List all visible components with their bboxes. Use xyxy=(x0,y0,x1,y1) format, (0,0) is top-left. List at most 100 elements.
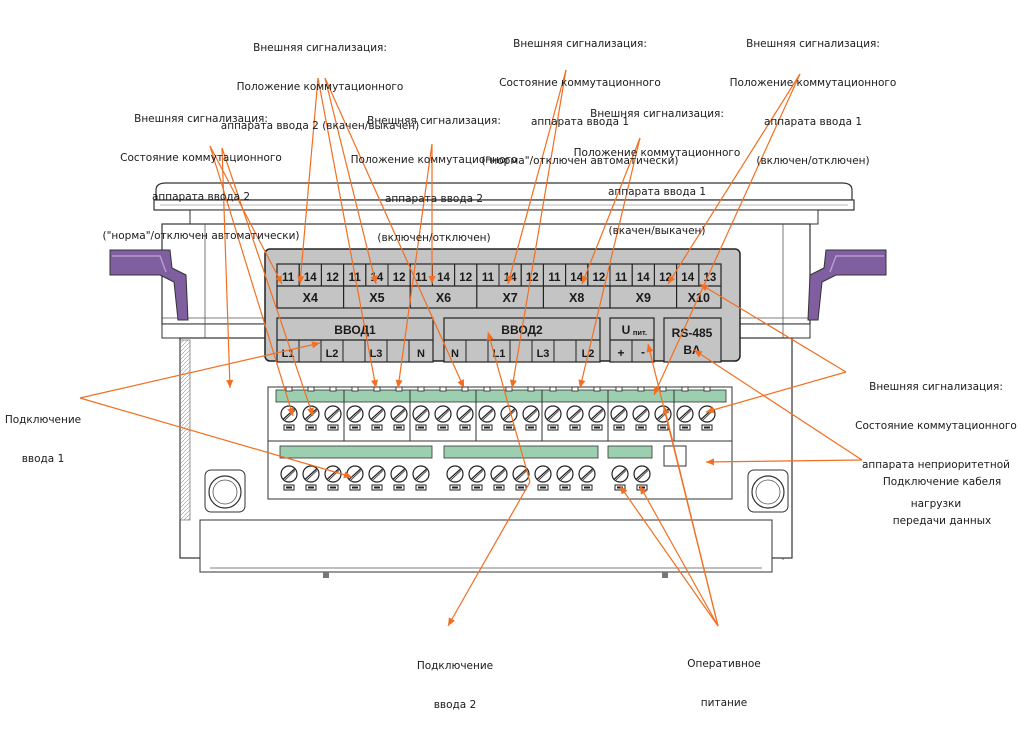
wiring-diagram: 1114121114121114121114121114121114121413… xyxy=(4,38,1017,711)
pin-number: 14 xyxy=(304,272,317,284)
terminal-screw xyxy=(280,405,298,431)
callout-x6-position-input2: Внешняя сигнализация: Положение коммутац… xyxy=(350,115,518,244)
arrowhead xyxy=(509,379,517,388)
terminal-screw xyxy=(490,465,508,491)
leader-line xyxy=(581,137,641,285)
leader-line xyxy=(221,147,314,417)
leader-line xyxy=(299,77,319,285)
leader-line xyxy=(705,371,847,413)
arrowhead xyxy=(457,379,464,388)
leader-line xyxy=(667,73,801,285)
callout-x9-position-input1: Внешняя сигнализация: Положение коммутац… xyxy=(729,38,897,167)
pin-number: 12 xyxy=(393,272,406,284)
pin-cell xyxy=(698,263,722,287)
pin-number: 12 xyxy=(326,272,339,284)
arrowhead xyxy=(581,275,589,284)
callout-leaders xyxy=(79,69,863,627)
terminal-screw xyxy=(676,405,694,431)
callout-x10-nonpriority-load: Внешняя сигнализация: Состояние коммутац… xyxy=(855,381,1017,510)
connector-label: X10 xyxy=(688,291,710,305)
input1-pin-l3: L3 xyxy=(370,348,383,360)
terminal-screw xyxy=(478,405,496,431)
callout-x5-position-input2: Внешняя сигнализация: Положение коммутац… xyxy=(220,42,420,132)
power-label-block: U пит. + - xyxy=(609,317,655,363)
leader-line xyxy=(705,459,863,463)
arrowhead xyxy=(662,406,670,415)
arrowhead xyxy=(371,379,378,388)
input2-label-block: ВВОД2 N L1 L3 L2 xyxy=(443,317,601,363)
callout-input2-connection: Подключение ввода 2 xyxy=(416,660,494,711)
leader-line xyxy=(397,143,433,389)
arrowhead xyxy=(620,486,628,495)
left-latch xyxy=(109,249,189,321)
pin-number: 14 xyxy=(570,272,583,284)
terminal-screw xyxy=(280,465,298,491)
leader-line xyxy=(79,342,321,399)
input2-pin-n: N xyxy=(451,348,459,360)
arrowhead xyxy=(646,344,654,353)
arrowhead xyxy=(307,407,314,416)
leader-line xyxy=(639,485,719,627)
callout-x7-state-input1: Внешняя сигнализация: Состояние коммутац… xyxy=(481,38,679,167)
pin-number: 12 xyxy=(459,272,472,284)
terminal-screw xyxy=(522,405,540,431)
connector-label: X7 xyxy=(502,291,517,305)
arrowhead xyxy=(694,350,703,358)
terminal-screw xyxy=(456,405,474,431)
terminal-screw xyxy=(302,405,320,431)
right-mount-hole xyxy=(747,469,789,513)
rs485-title: RS-485 xyxy=(672,326,713,340)
pin-number: 11 xyxy=(282,272,295,284)
leader-line xyxy=(507,69,567,285)
arrowhead xyxy=(640,486,647,495)
callout-input1-connection: Подключение ввода 1 xyxy=(4,414,82,465)
callout-x8-position-input1: Внешняя сигнализация: Положение коммутац… xyxy=(573,108,741,237)
terminal-screw xyxy=(534,465,552,491)
input1-pin-n: N xyxy=(417,348,425,360)
terminal-screw xyxy=(611,465,629,491)
arrowhead xyxy=(668,275,676,284)
terminal-screw xyxy=(500,405,518,431)
terminal-screw xyxy=(412,465,430,491)
input1-pin-l2: L2 xyxy=(326,348,339,360)
pin-number: 12 xyxy=(526,272,539,284)
device-drawing: 1114121114121114121114121114121114121413… xyxy=(79,69,887,627)
terminal-screw xyxy=(390,405,408,431)
device-top-lid xyxy=(153,182,855,225)
terminal-screw xyxy=(512,465,530,491)
power-subtitle: пит. xyxy=(633,328,647,337)
arrowhead xyxy=(506,275,514,284)
leader-line xyxy=(324,77,377,285)
arrowhead xyxy=(578,379,586,388)
arrowhead xyxy=(428,276,436,284)
connector-label: X4 xyxy=(303,291,318,305)
leader-line xyxy=(619,485,719,627)
pin-number: 11 xyxy=(415,272,428,284)
terminal-screw xyxy=(632,405,650,431)
terminal-screw xyxy=(610,405,628,431)
terminal-block-lower xyxy=(267,440,733,500)
leader-line xyxy=(317,77,377,389)
terminal-screw xyxy=(368,405,386,431)
terminal-screw xyxy=(556,465,574,491)
lower-screw-row xyxy=(280,465,651,491)
arrowhead xyxy=(486,332,494,341)
arrowhead xyxy=(706,406,715,414)
arrowhead xyxy=(370,275,378,284)
leader-line xyxy=(324,77,465,389)
connector-label: X9 xyxy=(636,291,651,305)
connector-label: X6 xyxy=(436,291,451,305)
pin-number: 11 xyxy=(548,272,561,284)
arrowhead xyxy=(343,471,352,479)
input1-label-block: ВВОД1 L1 L2 L3 N xyxy=(276,317,434,363)
arrowhead xyxy=(700,284,709,292)
input1-title: ВВОД1 xyxy=(334,323,376,337)
pin-number: 12 xyxy=(593,272,606,284)
arrowhead xyxy=(311,341,320,349)
leader-line xyxy=(221,147,231,389)
arrowhead xyxy=(297,275,305,284)
arrowhead xyxy=(275,275,282,284)
power-pin-plus: + xyxy=(617,346,624,360)
terminal-screw xyxy=(368,465,386,491)
pin-number: 13 xyxy=(704,272,717,284)
